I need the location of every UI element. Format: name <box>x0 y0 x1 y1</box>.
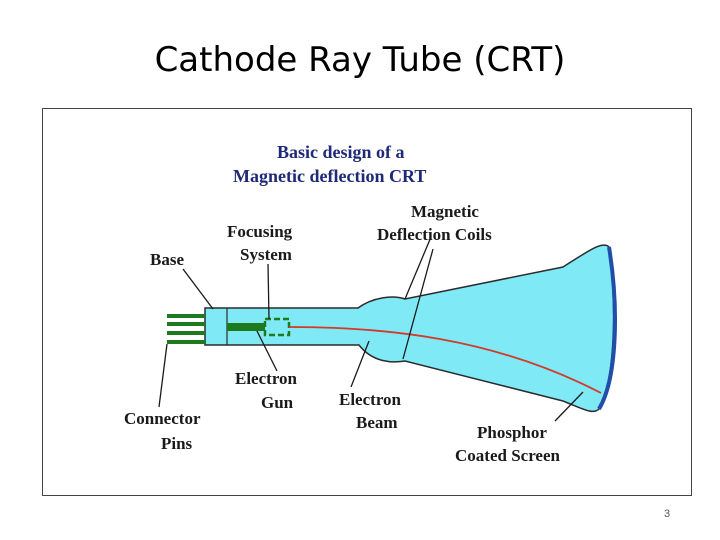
label-beam-line2: Beam <box>356 413 398 432</box>
label-coils-line1: Magnetic <box>411 202 479 221</box>
screen-pointer <box>554 391 584 422</box>
label-pins-line1: Connector <box>124 409 201 428</box>
diagram-heading-line1: Basic design of a <box>277 142 405 162</box>
beam-pointer <box>350 340 370 388</box>
phosphor-screen <box>597 246 617 411</box>
label-beam-line1: Electron <box>339 390 402 409</box>
pins-pointer <box>158 343 168 408</box>
label-base: Base <box>150 250 184 269</box>
crt-diagram-figure: Basic design of a Magnetic deflection CR… <box>42 108 692 496</box>
label-focusing-line1: Focusing <box>227 222 293 241</box>
label-focusing-line2: System <box>240 245 292 264</box>
slide-title: Cathode Ray Tube (CRT) <box>154 40 566 80</box>
label-coils-line2: Deflection Coils <box>377 225 492 244</box>
crt-diagram: Basic design of a Magnetic deflection CR… <box>124 142 617 465</box>
electron-beam <box>288 326 602 394</box>
page-number: 3 <box>664 508 671 520</box>
label-screen-line1: Phosphor <box>477 423 547 442</box>
coils-upper-pointer <box>404 236 432 300</box>
gun-pointer <box>256 330 278 372</box>
connector-pins <box>167 314 205 344</box>
label-gun-line2: Gun <box>261 393 294 412</box>
label-pins-line2: Pins <box>161 434 193 453</box>
label-screen-line2: Coated Screen <box>455 446 561 465</box>
focusing-pointer <box>267 263 270 320</box>
base-pointer <box>182 268 214 310</box>
diagram-heading-line2: Magnetic deflection CRT <box>233 166 426 186</box>
electron-gun <box>227 323 265 331</box>
coils-lower-pointer <box>402 248 434 360</box>
label-gun-line1: Electron <box>235 369 298 388</box>
